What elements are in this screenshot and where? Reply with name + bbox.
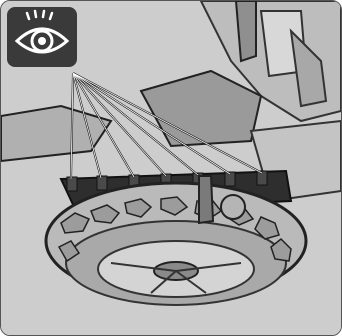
inspect-badge: [7, 7, 77, 67]
lever-knob: [221, 195, 245, 219]
adjustment-lever: [199, 176, 213, 223]
eye-icon: [7, 7, 77, 67]
